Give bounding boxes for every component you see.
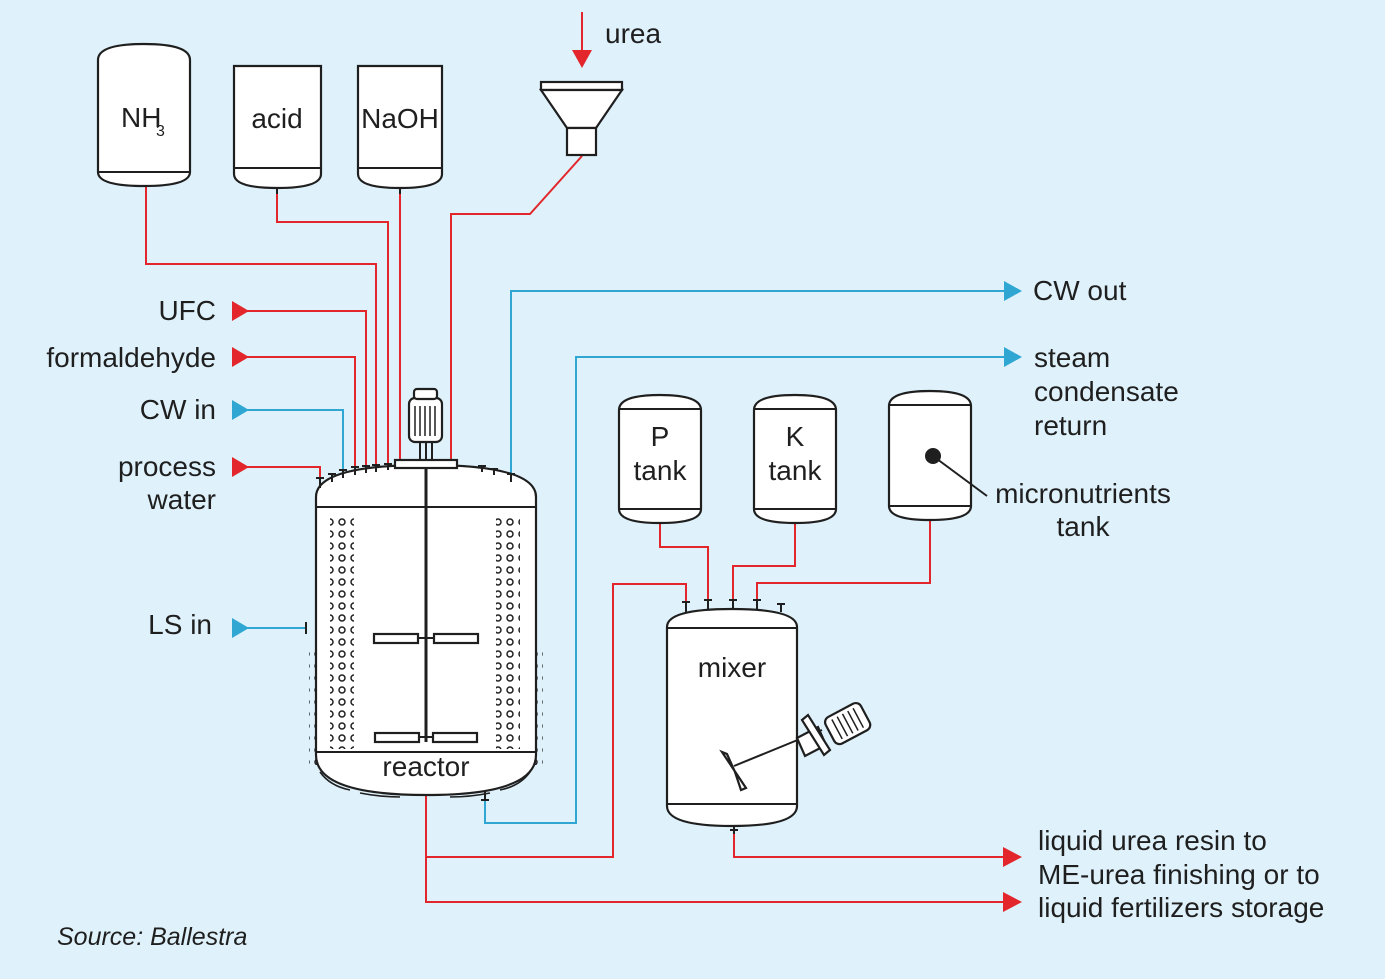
reactor-right-coil	[496, 515, 520, 749]
p-tank-to-mixer-line	[659, 523, 709, 606]
k-tank-to-mixer-line	[732, 523, 796, 606]
process-water-label-line1: process	[118, 451, 216, 482]
nh3-subscript: 3	[156, 123, 165, 140]
k-tank-label-line2: tank	[769, 455, 823, 486]
ufc-label: UFC	[158, 295, 216, 326]
cw-in-line	[247, 409, 344, 470]
cw-out-line	[510, 290, 1006, 478]
mixer-impeller-icon	[719, 749, 748, 792]
reactor-left-coil	[330, 515, 354, 749]
micronutrients-label-line2: tank	[1057, 511, 1111, 542]
reactor-impeller-upper	[372, 632, 420, 645]
ufc-arrow-icon	[232, 301, 249, 321]
product-label-line2: ME-urea finishing or to	[1038, 859, 1320, 890]
cw-in-label: CW in	[140, 394, 216, 425]
utility-lines	[232, 281, 1022, 824]
product-label-line1: liquid urea resin to	[1038, 825, 1267, 856]
reactor-label: reactor	[382, 751, 469, 782]
urea-feed-line	[450, 155, 583, 462]
storage-arrow-icon	[1003, 892, 1022, 912]
finishing-arrow-icon	[1003, 847, 1022, 867]
steam-label-line3: return	[1034, 410, 1107, 441]
acid-feed-line	[276, 192, 389, 466]
process-water-label-line2: water	[147, 484, 216, 515]
naoh-tank: NaOH	[356, 64, 444, 194]
process-lines	[145, 12, 1022, 912]
cw-in-arrow-icon	[232, 400, 249, 420]
reactor-vessel: reactor	[305, 387, 543, 801]
reactor-motor-mount	[393, 458, 459, 470]
formaldehyde-label: formaldehyde	[46, 342, 216, 373]
steam-arrow-icon	[1004, 347, 1022, 367]
urea-label: urea	[605, 18, 661, 49]
p-tank-label-line2: tank	[634, 455, 688, 486]
reactor-nozzles	[305, 463, 515, 801]
process-water-arrow-icon	[232, 457, 249, 477]
cw-out-arrow-icon	[1004, 281, 1022, 301]
formaldehyde-feed-line	[247, 356, 356, 466]
acid-label: acid	[251, 103, 302, 134]
nh3-label: NH	[121, 102, 161, 133]
reactor-heating-coil	[309, 645, 543, 798]
micro-tank-to-mixer-line	[756, 520, 931, 606]
p-tank: P tank	[617, 393, 703, 525]
source-credit: Source: Ballestra	[57, 923, 247, 951]
product-label-line3: liquid fertilizers storage	[1038, 892, 1324, 923]
mixer-motor-icon	[823, 701, 872, 746]
reactor-to-mixer-line	[425, 583, 687, 858]
acid-tank: acid	[232, 64, 323, 194]
naoh-label: NaOH	[361, 103, 439, 134]
cw-out-label: CW out	[1033, 275, 1127, 306]
steam-label-line1: steam	[1034, 342, 1110, 373]
p-tank-label-line1: P	[651, 421, 670, 452]
ls-in-label: LS in	[148, 609, 212, 640]
nh3-feed-line	[145, 186, 377, 466]
ufc-feed-line	[247, 310, 367, 466]
urea-hopper	[538, 80, 625, 157]
stream-labels: urea UFC formaldehyde CW in process wate…	[46, 18, 1324, 951]
ls-in-arrow-icon	[232, 618, 249, 638]
reactor-impeller-lower	[373, 731, 421, 744]
micronutrients-tank	[887, 389, 988, 522]
urea-arrow-icon	[572, 50, 592, 68]
nh3-tank: NH 3	[96, 42, 192, 188]
steam-label-line2: condensate	[1034, 376, 1179, 407]
mixer-vessel: mixer	[665, 599, 872, 834]
k-tank-label-line1: K	[786, 421, 805, 452]
reactor-to-storage-line	[425, 857, 1005, 903]
steam-return-line	[484, 356, 1006, 824]
process-water-feed-line	[247, 466, 321, 481]
formaldehyde-arrow-icon	[232, 347, 249, 367]
mixer-to-finishing-line	[733, 832, 1005, 858]
micronutrients-label-line1: micronutrients	[995, 478, 1171, 509]
mixer-label: mixer	[698, 652, 766, 683]
k-tank: K tank	[752, 393, 838, 525]
